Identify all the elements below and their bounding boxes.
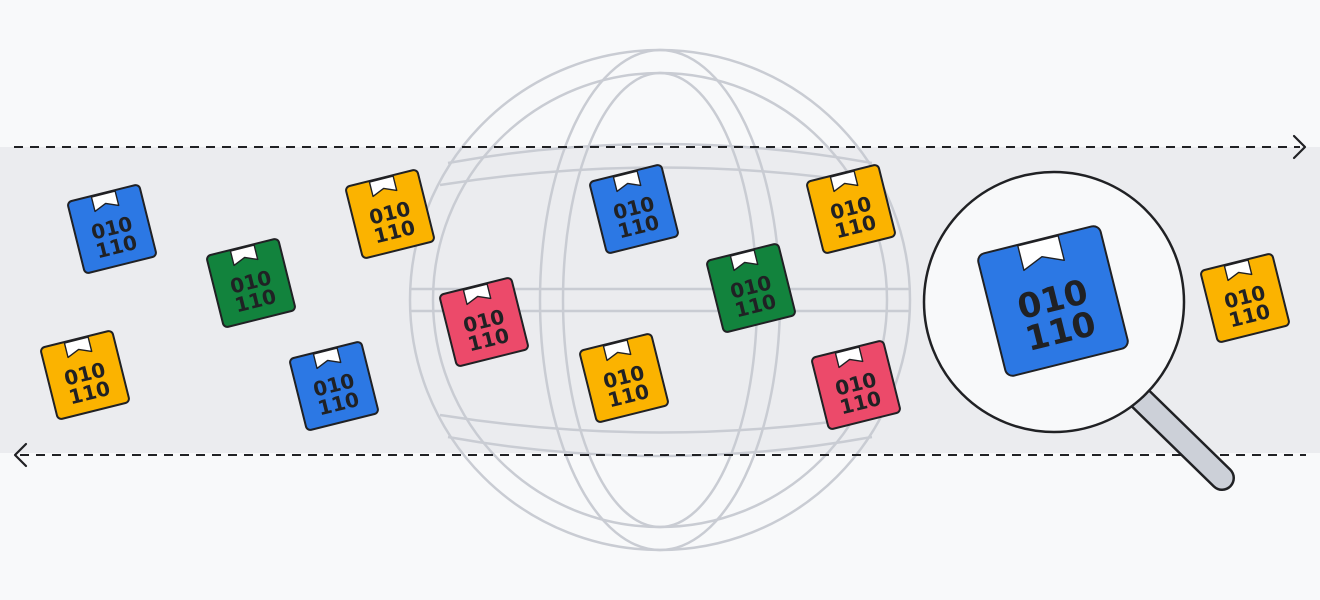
- packet-box: [345, 169, 435, 259]
- packet-label-tab: [90, 190, 120, 213]
- packet-label-tab: [729, 249, 759, 272]
- packet-label-tab: [602, 339, 632, 362]
- packet-box: [589, 164, 679, 254]
- arrow-right-icon: [1292, 134, 1307, 160]
- packet-box: [289, 341, 379, 431]
- packet-box: [1200, 253, 1290, 343]
- packet-box: [439, 277, 529, 367]
- packet-label-tab: [368, 175, 398, 198]
- magnifier-handle-fill: [1130, 388, 1233, 489]
- packet-label-tab: [63, 336, 93, 359]
- packet-label-tab: [1017, 235, 1065, 272]
- packet-label-tab: [1223, 259, 1253, 282]
- packet-box: [67, 184, 157, 274]
- packet-box: [806, 164, 896, 254]
- packet-box: [977, 225, 1129, 377]
- packet-label-tab: [312, 347, 342, 370]
- packet-box: [706, 243, 796, 333]
- packet-box: [40, 330, 130, 420]
- packet-box: [811, 340, 901, 430]
- packet-box: [579, 333, 669, 423]
- inbound-flow-arrow: [13, 442, 1306, 468]
- packet-box: [206, 238, 296, 328]
- packet-label-tab: [612, 170, 642, 193]
- outbound-flow-arrow: [14, 134, 1307, 160]
- packet-label-tab: [462, 283, 492, 306]
- packet-label-tab: [834, 346, 864, 369]
- arrow-left-icon: [13, 442, 28, 468]
- packet-label-tab: [229, 244, 259, 267]
- packet-label-tab: [829, 170, 859, 193]
